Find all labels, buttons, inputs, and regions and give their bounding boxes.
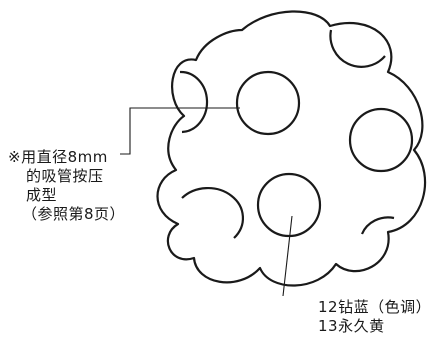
- dot-circle-right: [348, 107, 414, 173]
- straw-note-line1: ※用直径8mm: [8, 148, 108, 166]
- edge-circle-bottom-left: [181, 186, 244, 239]
- flower-outline: [156, 10, 427, 287]
- straw-note-line2: 的吸管按压: [26, 167, 104, 185]
- leader-line-color: [282, 215, 293, 297]
- straw-note-line4: （参照第8页）: [22, 205, 126, 223]
- leader-line-straw: [120, 107, 240, 155]
- color-annotation: 12钻蓝（色调） 13永久黄: [318, 298, 431, 336]
- dot-circle-bottom: [256, 172, 322, 238]
- straw-annotation: ※用直径8mm 的吸管按压 成型 （参照第8页）: [8, 148, 125, 224]
- edge-circle-left: [179, 70, 209, 134]
- color-note-line1: 12钻蓝（色调）: [318, 298, 432, 316]
- edge-circle-bottom-right: [360, 216, 395, 235]
- straw-note-line3: 成型: [26, 186, 58, 204]
- dot-circle-top: [235, 70, 301, 136]
- color-note-line2: 13永久黄: [318, 317, 385, 335]
- edge-circle-top-right: [329, 29, 386, 68]
